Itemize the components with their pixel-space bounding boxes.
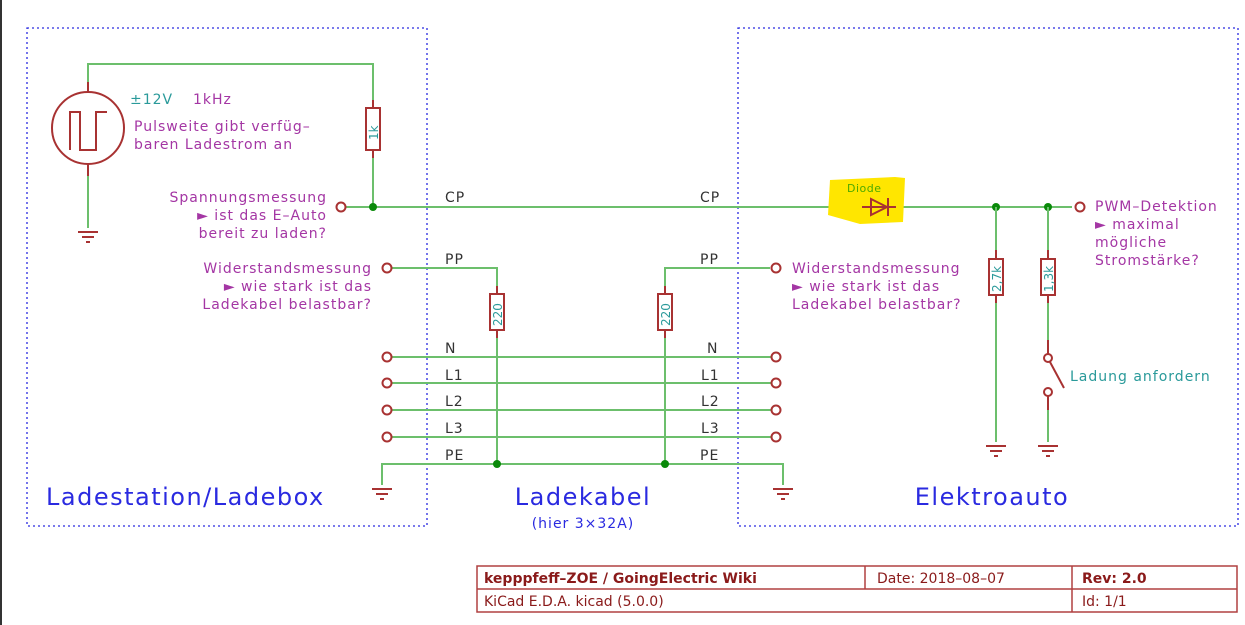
car-pp-note: Widerstandsmessung — [792, 261, 961, 277]
junction — [369, 203, 377, 211]
resistor-pp-right[interactable]: 220 — [657, 286, 673, 338]
cable-title: Ladekabel — [515, 483, 651, 511]
pwm-note: PWM–Detektion — [1095, 199, 1218, 215]
ground-icon — [1038, 445, 1058, 457]
net-label-l3: L3 — [445, 421, 464, 437]
wire-pp — [392, 267, 770, 464]
sheet-title: kepppfeff–ZOE / GoingElectric Wiki — [484, 571, 757, 587]
terminal-l1[interactable] — [381, 377, 393, 389]
terminal-n[interactable] — [770, 351, 782, 363]
car-box — [737, 27, 1239, 527]
net-label-l1: L1 — [445, 368, 464, 384]
terminal-pp-car[interactable] — [770, 262, 782, 274]
resistor-value: 220 — [659, 303, 673, 326]
terminal-l3[interactable] — [770, 431, 782, 443]
net-label-l1: L1 — [701, 368, 720, 384]
net-label-l2: L2 — [701, 394, 720, 410]
net-label-pe: PE — [445, 448, 464, 464]
terminal-pp-station[interactable] — [381, 262, 393, 274]
charge-request-switch[interactable] — [1043, 340, 1065, 410]
car-pp-note: Ladekabel belastbar? — [792, 297, 962, 313]
switch-label: Ladung anfordern — [1070, 369, 1211, 385]
net-label-l2: L2 — [445, 394, 464, 410]
square-wave-icon — [69, 111, 107, 151]
resistor-1k[interactable]: 1k — [365, 100, 381, 158]
station-title: Ladestation/Ladebox — [46, 483, 325, 511]
ground-icon — [372, 488, 392, 500]
title-block: kepppfeff–ZOE / GoingElectric Wiki Date:… — [476, 565, 1238, 613]
cable-subtitle: (hier 3×32A) — [532, 516, 635, 532]
ground-icon — [773, 488, 793, 500]
resistor-pp-left[interactable]: 220 — [489, 286, 505, 338]
terminal-l3[interactable] — [381, 431, 393, 443]
source-note: baren Ladestrom an — [134, 137, 293, 153]
station-cp-note: bereit zu laden? — [199, 226, 327, 242]
amplitude-label: ±12V — [130, 92, 173, 108]
terminals — [381, 262, 782, 443]
resistor-value: 2,7k — [990, 266, 1004, 292]
source-note: Pulsweite gibt verfüg– — [134, 119, 311, 135]
terminal-cp-station[interactable] — [335, 201, 347, 213]
diode[interactable]: Diode — [847, 182, 896, 217]
net-label-pp: PP — [445, 252, 464, 268]
station-pp-note: Ladekabel belastbar? — [202, 297, 372, 313]
window-edge — [0, 0, 2, 625]
pwm-note: ► maximal — [1095, 217, 1180, 233]
net-label-n: N — [445, 341, 456, 357]
wire-source — [87, 63, 374, 228]
station-pp-note: ► wie stark ist das — [224, 279, 372, 295]
ground-icon — [78, 231, 98, 243]
terminal-l1[interactable] — [770, 377, 782, 389]
station-pp-note: Widerstandsmessung — [203, 261, 372, 277]
car-title: Elektroauto — [915, 483, 1069, 511]
station-cp-note: ► ist das E–Auto — [197, 208, 327, 224]
junction — [493, 460, 501, 468]
terminal-l2[interactable] — [381, 404, 393, 416]
resistor-value: 220 — [491, 303, 505, 326]
pwm-source[interactable] — [51, 82, 125, 176]
wire-phases — [392, 356, 771, 438]
net-label-l3: L3 — [701, 421, 720, 437]
resistor-value: 1k — [367, 125, 381, 140]
resistor-2-7k[interactable]: 2,7k — [988, 250, 1004, 303]
pwm-note: mögliche — [1095, 235, 1167, 251]
station-box — [26, 27, 428, 527]
resistor-1-3k[interactable]: 1,3k — [1040, 250, 1056, 303]
terminal-l2[interactable] — [770, 404, 782, 416]
sheet-id: Id: 1/1 — [1082, 594, 1127, 610]
resistor-value: 1,3k — [1042, 266, 1056, 292]
net-label-cp: CP — [445, 190, 465, 206]
sheet-date: Date: 2018–08–07 — [877, 571, 1005, 587]
net-label-pp: PP — [700, 252, 719, 268]
diode-label: Diode — [847, 182, 882, 195]
diode-highlight — [828, 177, 905, 224]
pwm-note: Stromstärke? — [1095, 253, 1200, 269]
sheet-tool: KiCad E.D.A. kicad (5.0.0) — [484, 594, 664, 610]
station-cp-note: Spannungsmessung — [170, 190, 328, 206]
wire-pe — [381, 463, 784, 485]
junction — [661, 460, 669, 468]
terminal-pwm[interactable] — [1074, 201, 1086, 213]
car-pp-note: ► wie stark ist das — [792, 279, 940, 295]
net-label-cp: CP — [700, 190, 720, 206]
terminal-n[interactable] — [381, 351, 393, 363]
ground-icon — [986, 445, 1006, 457]
sheet-rev: Rev: 2.0 — [1082, 571, 1147, 587]
net-label-n: N — [707, 341, 718, 357]
net-label-pe: PE — [700, 448, 719, 464]
wire-car — [995, 207, 1049, 442]
frequency-label: 1kHz — [193, 92, 232, 108]
